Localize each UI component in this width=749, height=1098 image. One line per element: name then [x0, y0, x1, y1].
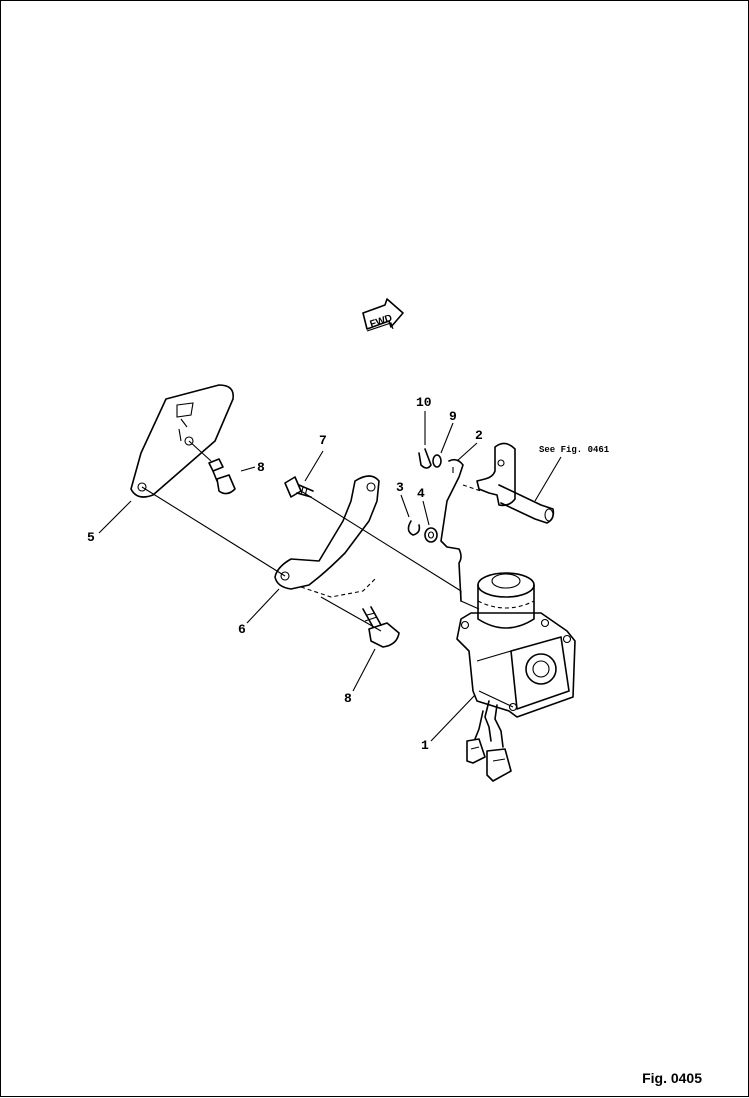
clip-part-3 [407, 520, 421, 536]
fwd-arrow-icon: FWD [362, 298, 404, 332]
callout-3: 3 [396, 480, 404, 495]
see-fig-reference: See Fig. 0461 [539, 445, 610, 455]
bracket-part-6 [274, 475, 380, 598]
callout-8-lower: 8 [344, 691, 352, 706]
figure-number: Fig. 0405 [642, 1070, 702, 1086]
lever-part-2 [440, 458, 464, 602]
callout-2: 2 [475, 428, 483, 443]
callout-4: 4 [417, 486, 425, 501]
bracket-part-5 [130, 384, 235, 498]
callout-10: 10 [416, 395, 432, 410]
leader-lines [98, 411, 562, 742]
callout-1: 1 [421, 738, 429, 753]
bolt-part-7 [284, 476, 314, 498]
callout-6: 6 [238, 622, 246, 637]
shaft-assembly [462, 442, 555, 524]
motor-part-1 [456, 572, 576, 782]
callout-7: 7 [319, 433, 327, 448]
callout-8-upper: 8 [257, 460, 265, 475]
callout-5: 5 [87, 530, 95, 545]
washer-part-9 [432, 454, 442, 468]
callout-9: 9 [449, 409, 457, 424]
bolt-part-8-lower [362, 606, 400, 648]
pin-part-10 [418, 448, 432, 469]
bolt-part-8-upper [208, 458, 236, 495]
washer-part-4 [424, 527, 438, 543]
assembly-lines [141, 440, 480, 632]
fwd-label: FWD [369, 313, 394, 331]
